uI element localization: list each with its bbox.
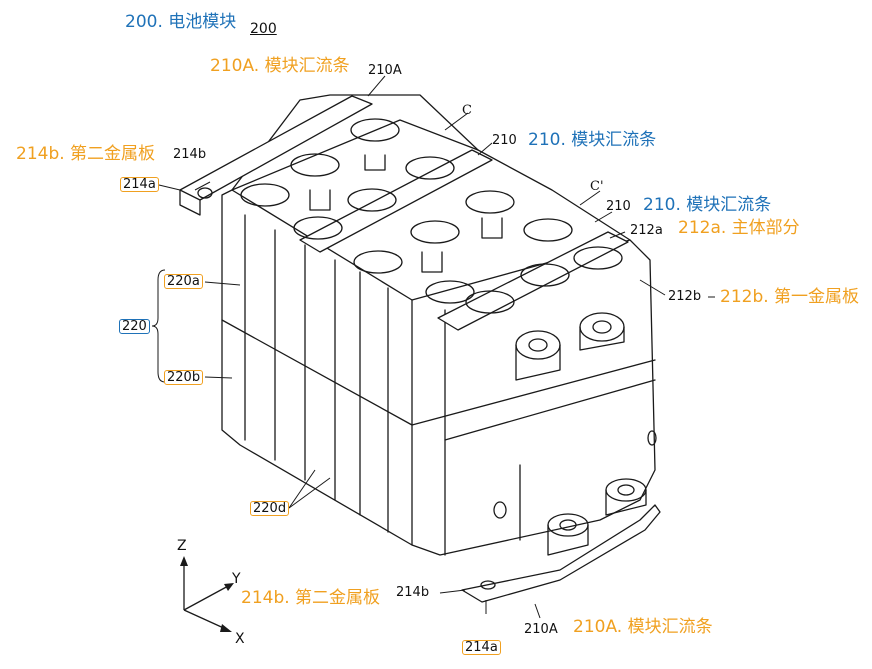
axis-triad xyxy=(183,560,231,631)
ref-214a-bottom: 214a xyxy=(462,640,501,655)
callout-210A-bottom: 210A. 模块汇流条 xyxy=(573,617,713,637)
busbar-210A xyxy=(179,95,373,201)
ref-220d: 220d xyxy=(250,501,290,516)
module-body xyxy=(221,119,656,556)
ref-220: 220 xyxy=(119,319,150,334)
ref-212a: 212a xyxy=(630,223,663,238)
ref-214b-bottom: 214b xyxy=(396,585,430,600)
ref-212b: 212b xyxy=(668,289,702,304)
axis-z-label: Z xyxy=(177,538,187,554)
callout-210A-top: 210A. 模块汇流条 xyxy=(210,56,350,76)
callout-212b: 212b. 第一金属板 xyxy=(720,287,860,307)
ref-C-prime: C' xyxy=(590,179,604,194)
ref-210A-top: 210A xyxy=(368,63,402,78)
busbar-210-b xyxy=(437,231,629,331)
title-label: 200. 电池模块 xyxy=(125,12,237,32)
ref-210A-bottom: 210A xyxy=(524,622,558,637)
axis-y-label: Y xyxy=(232,571,241,587)
axis-x-label: X xyxy=(235,631,245,647)
ref-214a-left: 214a xyxy=(120,177,159,192)
bottom-plate xyxy=(461,504,661,603)
ref-220b: 220b xyxy=(164,370,204,385)
ref-210-b: 210 xyxy=(606,199,631,214)
ref-214b-left: 214b xyxy=(173,147,207,162)
callout-210-a: 210. 模块汇流条 xyxy=(528,130,657,150)
callout-212a: 212a. 主体部分 xyxy=(678,218,800,238)
title-ref: 200 xyxy=(250,21,277,37)
callout-214b-bottom: 214b. 第二金属板 xyxy=(241,588,381,608)
ref-210-a: 210 xyxy=(492,133,517,148)
callout-214b-left: 214b. 第二金属板 xyxy=(16,144,156,164)
ref-220a: 220a xyxy=(164,274,203,289)
ref-C: C xyxy=(462,103,472,118)
callout-210-b: 210. 模块汇流条 xyxy=(643,195,772,215)
